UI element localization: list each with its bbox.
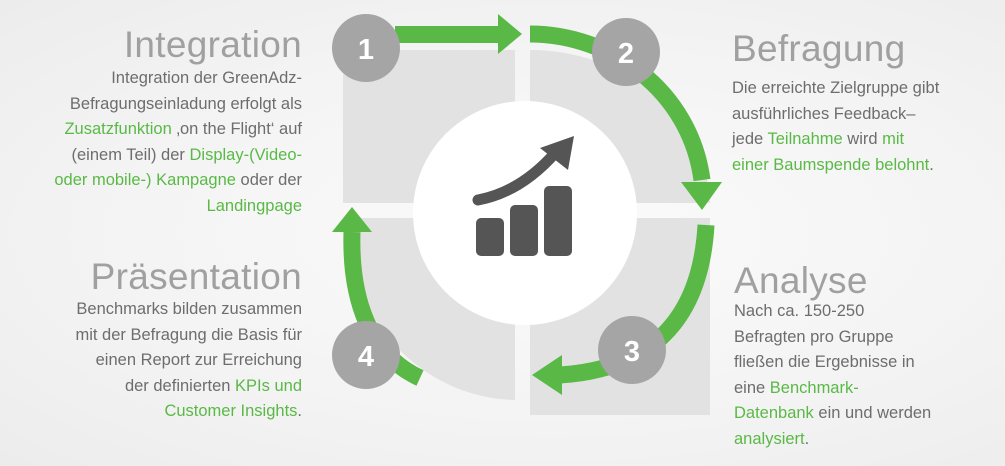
- arrow-1-to-2: [395, 14, 522, 54]
- step-badge-4: 4: [332, 321, 400, 389]
- arrow-3-head: [532, 355, 562, 395]
- step-description-analyse: Nach ca. 150-250 Befragten pro Gruppe fl…: [734, 299, 999, 452]
- text-line: eine Benchmark-: [734, 378, 859, 397]
- text-line: Integration der GreenAdz-: [111, 69, 302, 87]
- text-line: mit der Befragung die Basis für: [75, 325, 302, 344]
- arrow-2-head: [681, 182, 722, 210]
- text-line: Befragungseinladung erfolgt als: [69, 94, 302, 113]
- step-title-befragung: Befragung: [732, 28, 906, 69]
- step-number-2: 2: [618, 38, 634, 70]
- step-number-1: 1: [358, 34, 374, 66]
- step-description-praesentation: Benchmarks bilden zusammen mit der Befra…: [12, 297, 302, 425]
- step-badge-3: 3: [598, 316, 666, 384]
- step-description-integration: Integration der GreenAdz- Befragungseinl…: [12, 66, 302, 219]
- arrow-4-head: [332, 207, 372, 232]
- step-title-praesentation: Präsentation: [90, 256, 302, 297]
- step-badge-2: 2: [592, 18, 660, 86]
- text-line: Datenbank ein und werden: [734, 404, 932, 422]
- text-line: einer Baumspende belohnt.: [732, 155, 934, 174]
- step-title-analyse: Analyse: [734, 260, 868, 301]
- text-line: einen Report zur Erreichung: [95, 351, 302, 369]
- text-line: Befragten pro Gruppe: [734, 327, 894, 346]
- text-line: der definierten KPIs und: [124, 376, 302, 395]
- text-line: Benchmarks bilden zusammen: [76, 300, 302, 318]
- text-line: jede Teilnahme wird mit: [732, 130, 905, 148]
- step-description-befragung: Die erreichte Zielgruppe gibt ausführlic…: [732, 76, 997, 178]
- text-line: Die erreichte Zielgruppe gibt: [732, 79, 940, 97]
- growth-chart-icon: [472, 136, 574, 256]
- text-line: (einem Teil) der Display-(Video-: [71, 145, 303, 164]
- text-line: Nach ca. 150-250: [734, 302, 865, 320]
- text-line: analysiert.: [734, 429, 810, 448]
- text-line: Zusatzfunktion ‚on the Flight‘ auf: [64, 120, 302, 138]
- step-number-3: 3: [624, 336, 640, 368]
- step-badge-1: 1: [332, 14, 400, 82]
- step-title-integration: Integration: [123, 24, 302, 65]
- step-number-4: 4: [358, 341, 374, 373]
- text-line: ausführliches Feedback–: [732, 104, 916, 123]
- text-line: fließen die Ergebnisse in: [734, 353, 915, 371]
- text-line: oder mobile-) Kampagne oder der: [54, 171, 302, 189]
- text-line: Customer Insights.: [164, 402, 302, 420]
- text-line: Landingpage: [206, 196, 302, 215]
